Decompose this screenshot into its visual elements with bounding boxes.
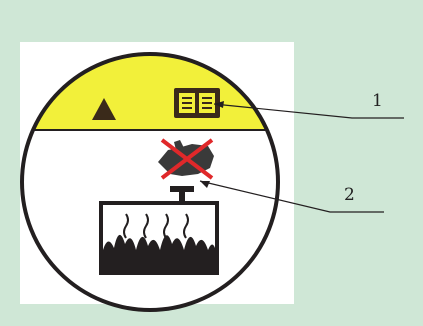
hot-surface-knob [170, 186, 194, 192]
callout-1-label: 1 [372, 91, 383, 111]
manual-book-icon [174, 88, 220, 118]
callout-2-label: 2 [344, 185, 355, 205]
